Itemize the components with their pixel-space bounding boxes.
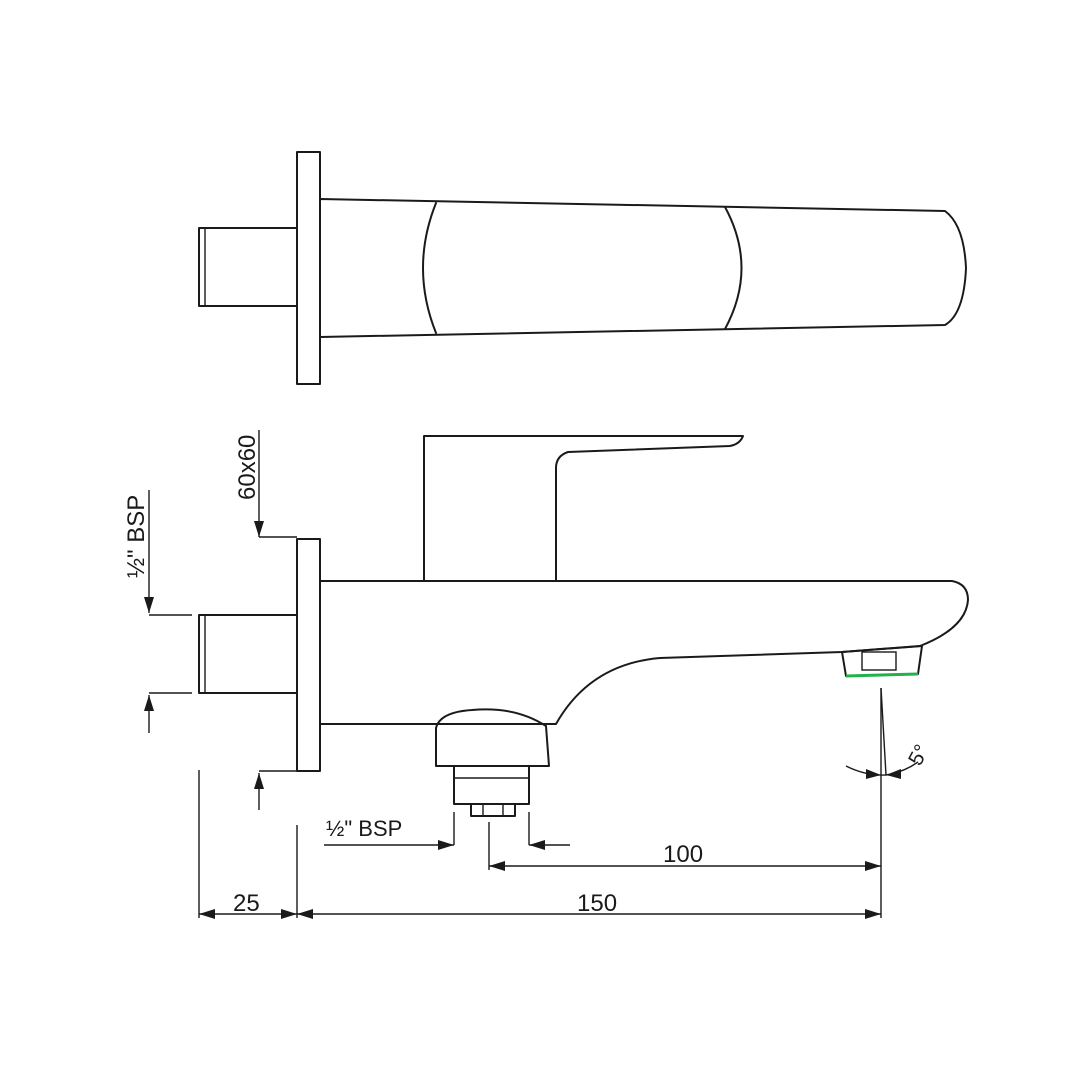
spout-angle-label: 5° (904, 741, 934, 770)
aerator-outlet-edge (845, 672, 919, 678)
outlet-thread-label: ½" BSP (326, 816, 402, 841)
plate-size-label: 60x60 (234, 435, 261, 500)
plate-offset-label: 25 (233, 890, 260, 917)
top-view-wall-plate (296, 151, 321, 385)
top-view-body-curve-right (724, 206, 743, 330)
outlet-to-spout-label: 100 (663, 841, 703, 868)
side-view-spout-body (319, 580, 969, 725)
side-view-wall-plate (296, 538, 321, 772)
top-view (198, 151, 967, 385)
side-view (198, 435, 969, 817)
inlet-thread-label: ½" BSP (123, 495, 150, 578)
aerator (841, 645, 923, 678)
side-view-inlet-pipe (198, 614, 298, 694)
lever-handle (423, 435, 744, 582)
overall-projection-label: 150 (577, 890, 617, 917)
top-view-spout-body (319, 198, 967, 338)
top-view-inlet-pipe (198, 227, 298, 307)
dimension-lines (144, 430, 919, 919)
diverter-knob (435, 708, 550, 817)
top-view-body-curve-left (422, 202, 437, 334)
